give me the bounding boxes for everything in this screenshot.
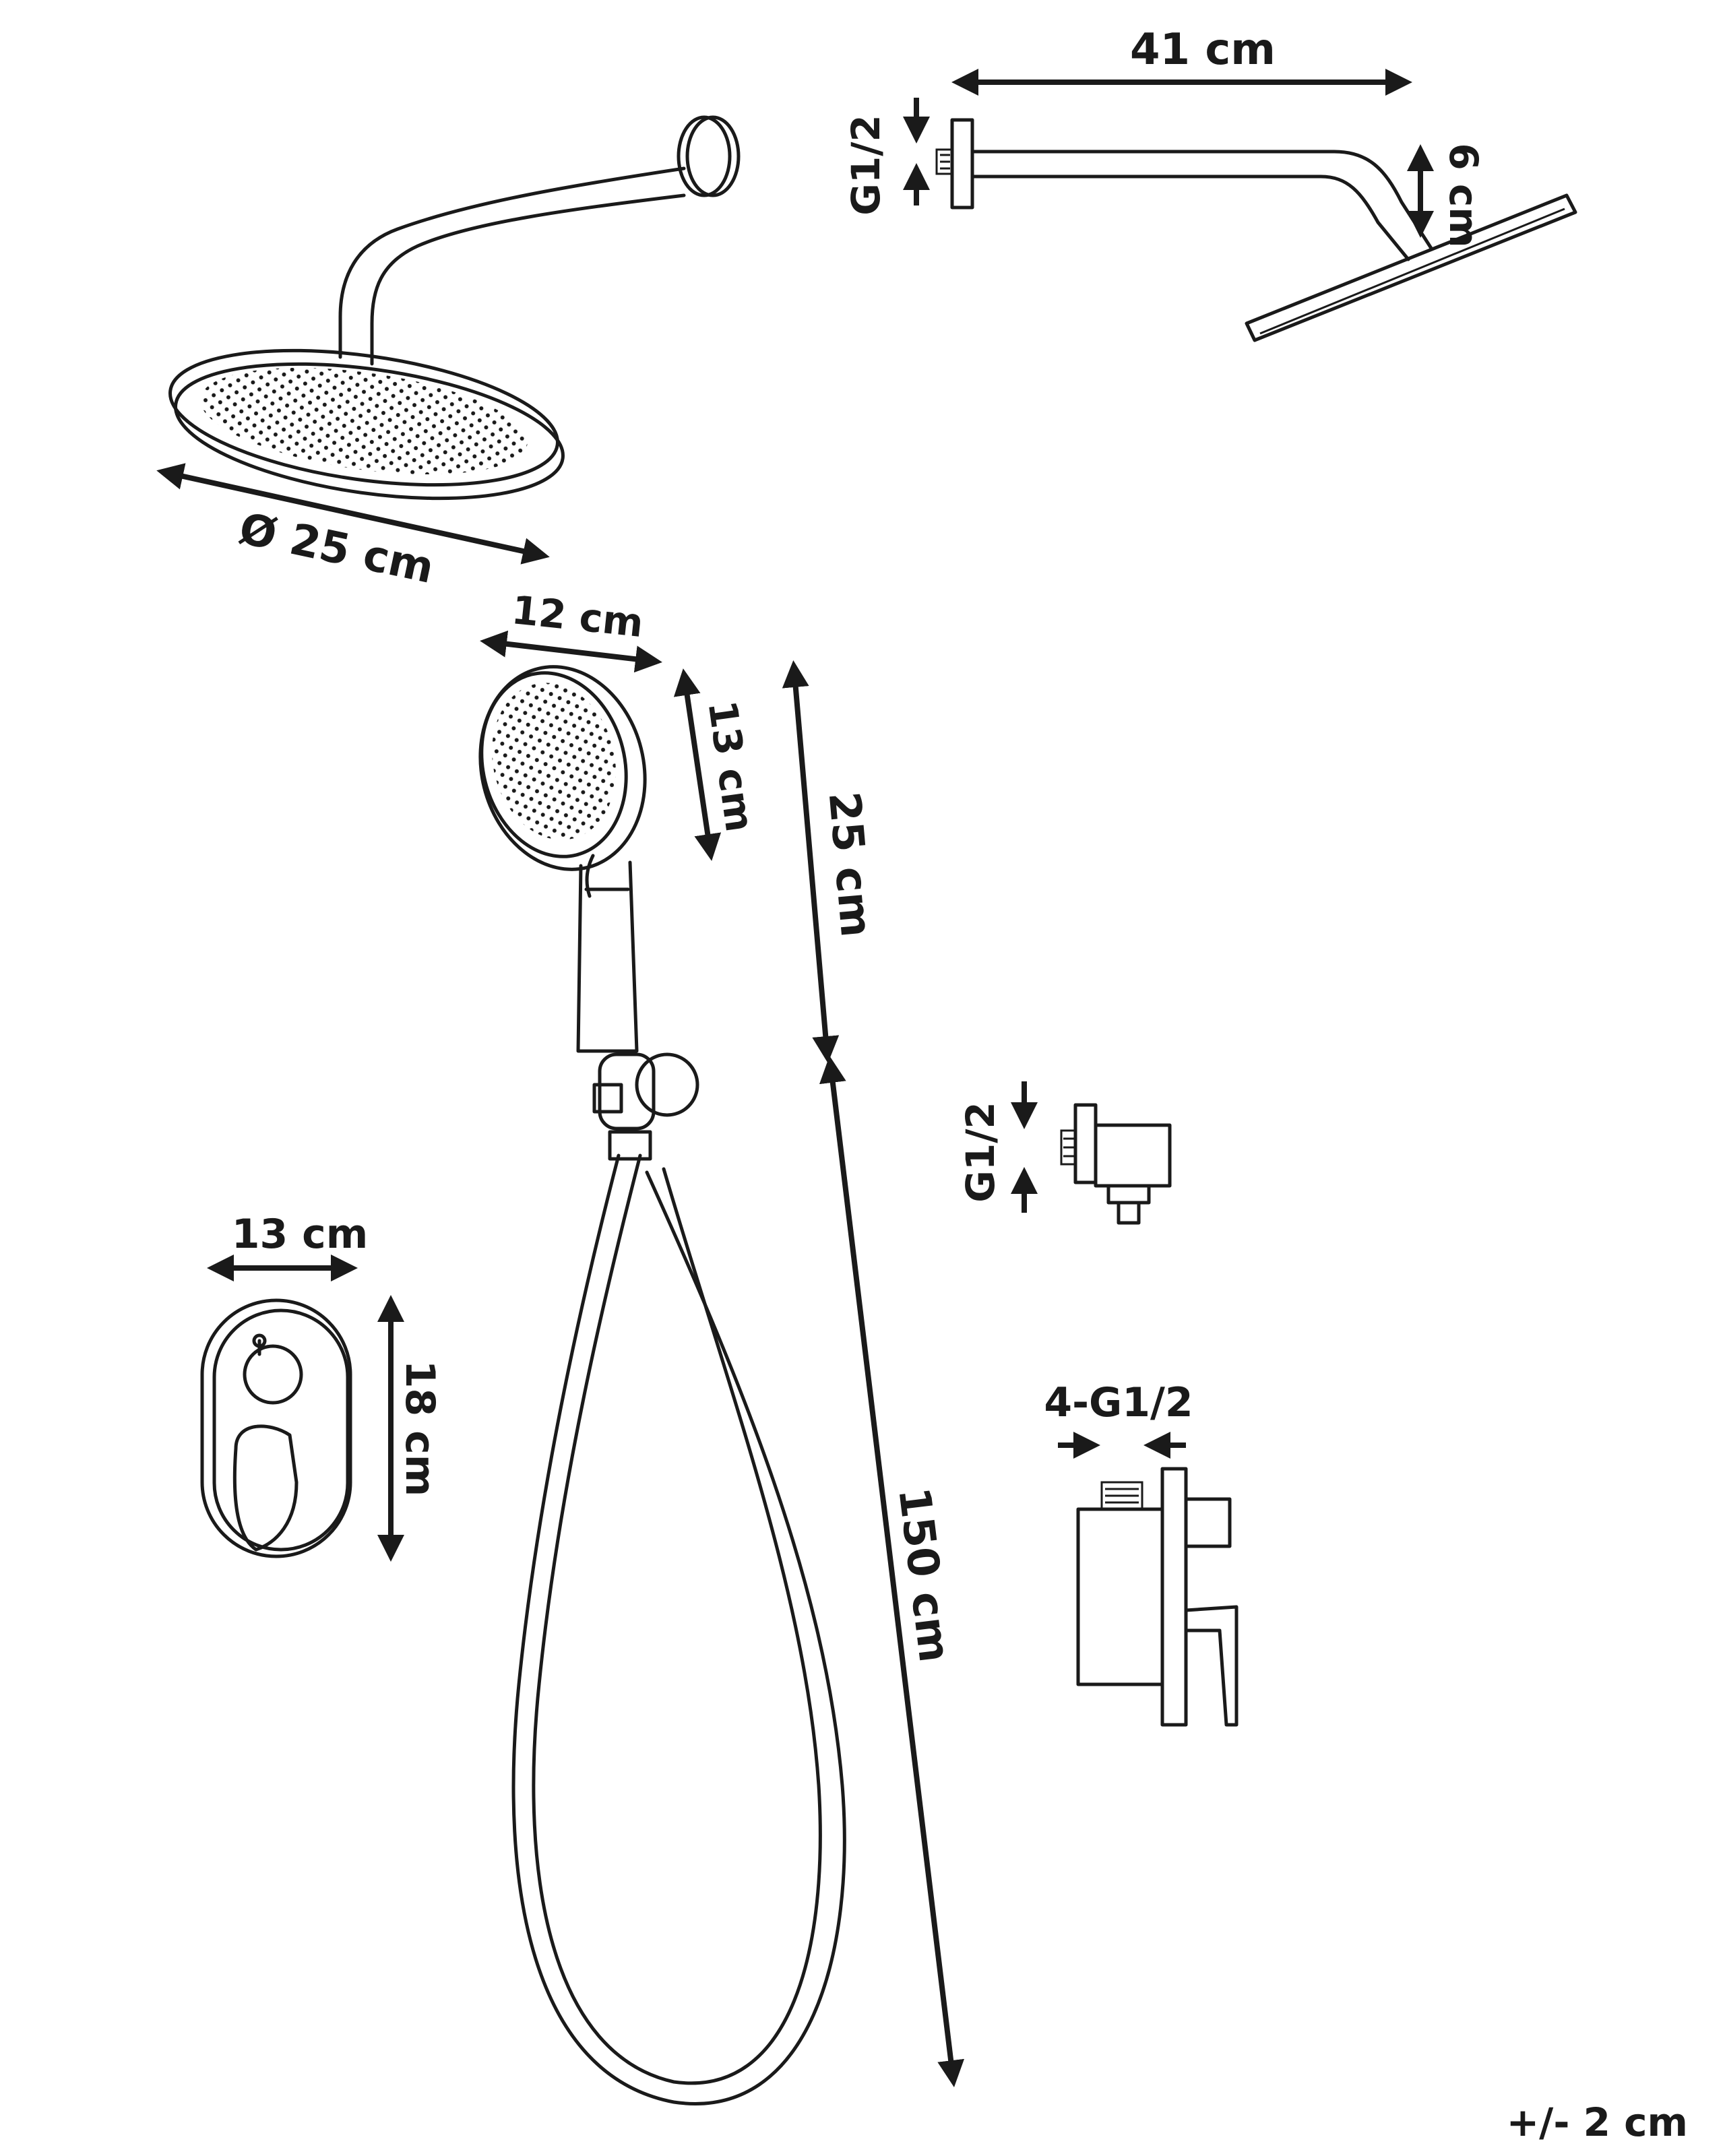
label-elbow-thread: G1/2 (958, 1102, 1003, 1203)
label-plate-width: 13 cm (232, 1211, 368, 1258)
label-arm-thread: G1/2 (843, 115, 889, 216)
mixer-plate (200, 1298, 352, 1558)
label-plate-height: 18 cm (396, 1360, 443, 1496)
hand-shower (478, 665, 846, 2105)
label-arm-length: 41 cm (1130, 25, 1276, 75)
label-valve-threads: 4-G1/2 (1044, 1379, 1193, 1426)
rain-shower-head (168, 115, 741, 501)
diverter-valve-body (1076, 1467, 1238, 1727)
dim-hand-width (480, 630, 662, 673)
label-tolerance: +/- 2 cm (1507, 2099, 1688, 2145)
label-hand-face: 13 cm (699, 698, 763, 835)
shower-arm-side-view (935, 118, 1577, 342)
label-head-diameter: Ø 25 cm (235, 504, 439, 594)
dim-hand-face (673, 668, 722, 861)
dim-hand-length (782, 660, 840, 1063)
dimension-lines (156, 69, 1434, 2087)
wall-elbow (1060, 1103, 1172, 1225)
label-arm-height: 6 cm (1441, 143, 1486, 247)
dim-hose-length (819, 1056, 965, 2087)
label-hand-length: 25 cm (819, 790, 881, 939)
dim-head-diameter (156, 463, 550, 565)
label-hand-width: 12 cm (509, 587, 646, 646)
dimension-labels: 41 cm G1/2 6 cm Ø 25 cm 12 cm 13 cm 25 c… (232, 25, 1688, 2145)
